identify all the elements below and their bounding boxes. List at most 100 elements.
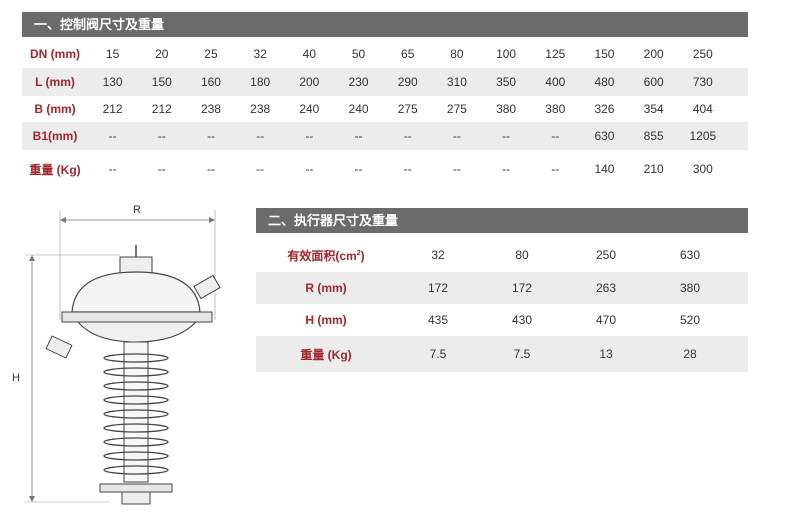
valve-row-label: L (mm) xyxy=(35,75,75,89)
actuator-table-cell: 263 xyxy=(595,281,617,295)
valve-table-cell: -- xyxy=(354,129,363,143)
dimension-label-h: H xyxy=(12,372,20,384)
actuator-table-cell: 7.5 xyxy=(429,347,447,361)
valve-table-cell: 855 xyxy=(643,129,664,143)
area-label: 有效面积(cm2) xyxy=(287,248,365,263)
valve-table-cell: -- xyxy=(305,129,314,143)
dimension-label-r: R xyxy=(133,204,141,216)
valve-table-cell: 275 xyxy=(397,102,418,116)
valve-table-cell: 212 xyxy=(151,102,172,116)
valve-table-cell: 180 xyxy=(250,75,271,89)
valve-table-cell: -- xyxy=(108,162,117,176)
valve-table-cell: -- xyxy=(502,129,511,143)
valve-table-cell: -- xyxy=(403,129,412,143)
valve-table-row: B1(mm) -- -- -- -- -- -- -- -- -- -- 630 855 1205 xyxy=(22,122,748,150)
valve-table-cell: 238 xyxy=(200,102,221,116)
valve-table-cell: 230 xyxy=(348,75,369,89)
valve-table-cell: 300 xyxy=(692,162,713,176)
valve-table-cell: 238 xyxy=(250,102,271,116)
valve-table-cell: 630 xyxy=(594,129,615,143)
valve-table-cell: -- xyxy=(305,162,314,176)
actuator-table-cell: 13 xyxy=(599,347,613,361)
actuator-table-row: 重量 (Kg) 7.5 7.5 13 28 xyxy=(256,336,748,372)
actuator-table-cell: 7.5 xyxy=(513,347,531,361)
valve-table-cell: -- xyxy=(502,162,511,176)
area-value-cell: 32 xyxy=(431,248,445,262)
valve-table-cell: 15 xyxy=(105,47,120,61)
valve-row-label: B (mm) xyxy=(34,102,76,116)
actuator-row-label: R (mm) xyxy=(305,281,347,295)
valve-row-label: 重量 (Kg) xyxy=(29,162,81,177)
valve-table-cell: 310 xyxy=(446,75,467,89)
valve-table-cell: -- xyxy=(157,162,166,176)
valve-table-cell: -- xyxy=(256,162,265,176)
actuator-row-label: H (mm) xyxy=(305,313,347,327)
valve-table-cell: 65 xyxy=(401,47,415,61)
valve-table-cell: 100 xyxy=(496,47,517,61)
actuator-section-title: 二、执行器尺寸及重量 xyxy=(256,208,748,233)
valve-table-cell: 600 xyxy=(643,75,664,89)
valve-table-cell: 160 xyxy=(200,75,221,89)
valve-table-cell: -- xyxy=(452,129,461,143)
actuator-table-cell: 28 xyxy=(683,347,697,361)
valve-table-cell: 250 xyxy=(692,47,713,61)
valve-table-cell: 400 xyxy=(545,75,566,89)
valve-table-cell: 40 xyxy=(302,47,317,61)
actuator-table-row: H (mm) 435 430 470 520 xyxy=(256,304,748,336)
valve-table-cell: 354 xyxy=(643,102,664,116)
actuator-table-cell: 172 xyxy=(511,281,533,295)
valve-table-cell: 380 xyxy=(545,102,566,116)
actuator-table-cell: 520 xyxy=(679,313,701,327)
valve-table-cell: 210 xyxy=(643,162,664,176)
valve-table-cell: -- xyxy=(206,162,215,176)
valve-table-cell: 200 xyxy=(643,47,664,61)
valve-section-title: 一、控制阀尺寸及重量 xyxy=(22,12,748,37)
valve-table-cell: 140 xyxy=(594,162,615,176)
actuator-area-row: 有效面积(cm2) 32 80 250 630 xyxy=(256,238,748,272)
area-value-cell: 630 xyxy=(679,248,701,262)
valve-table-cell: 380 xyxy=(496,102,517,116)
valve-table-cell: 32 xyxy=(253,47,267,61)
valve-table-cell: -- xyxy=(157,129,166,143)
valve-table-cell: 212 xyxy=(102,102,123,116)
valve-table-cell: -- xyxy=(256,129,265,143)
valve-table-cell: 404 xyxy=(692,102,713,116)
valve-table-cell: 150 xyxy=(594,47,615,61)
actuator-table-cell: 430 xyxy=(511,313,533,327)
valve-table-cell: -- xyxy=(206,129,215,143)
valve-table-cell: 240 xyxy=(299,102,320,116)
actuator-table-cell: 435 xyxy=(427,313,449,327)
valve-table-cell: 350 xyxy=(496,75,517,89)
area-value-cell: 250 xyxy=(595,248,617,262)
valve-table-cell: -- xyxy=(551,162,560,176)
valve-table-cell: -- xyxy=(108,129,117,143)
valve-table-cell: 80 xyxy=(450,47,464,61)
valve-table-cell: -- xyxy=(551,129,560,143)
valve-table-cell: 150 xyxy=(151,75,172,89)
valve-table-cell: 20 xyxy=(155,47,169,61)
valve-table-cell: 275 xyxy=(446,102,467,116)
valve-table-cell: 290 xyxy=(397,75,418,89)
valve-table-row: B (mm) 212 212 238 238 240 240 275 275 380 380 326 3… xyxy=(22,96,748,122)
valve-table-cell: 125 xyxy=(545,47,566,61)
area-value-cell: 80 xyxy=(515,248,529,262)
valve-table-cell: 25 xyxy=(204,47,218,61)
valve-table-cell: 730 xyxy=(692,75,713,89)
valve-table-cell: 240 xyxy=(348,102,369,116)
valve-table-cell: -- xyxy=(403,162,412,176)
valve-row-label: B1(mm) xyxy=(32,129,78,143)
valve-table-cell: 130 xyxy=(102,75,123,89)
valve-table-cell: -- xyxy=(354,162,363,176)
valve-table-cell: 1205 xyxy=(689,129,717,143)
valve-table-row: 重量 (Kg) -- -- -- -- -- -- -- -- -- -- 140 210 300 xyxy=(22,150,748,188)
valve-table-cell: 326 xyxy=(594,102,615,116)
actuator-table-cell: 470 xyxy=(595,313,617,327)
valve-table-cell: -- xyxy=(452,162,461,176)
actuator-drawing xyxy=(25,210,221,505)
actuator-row-label: 重量 (Kg) xyxy=(300,347,352,362)
valve-table-cell: 50 xyxy=(351,47,366,61)
valve-table-cell: 480 xyxy=(594,75,615,89)
